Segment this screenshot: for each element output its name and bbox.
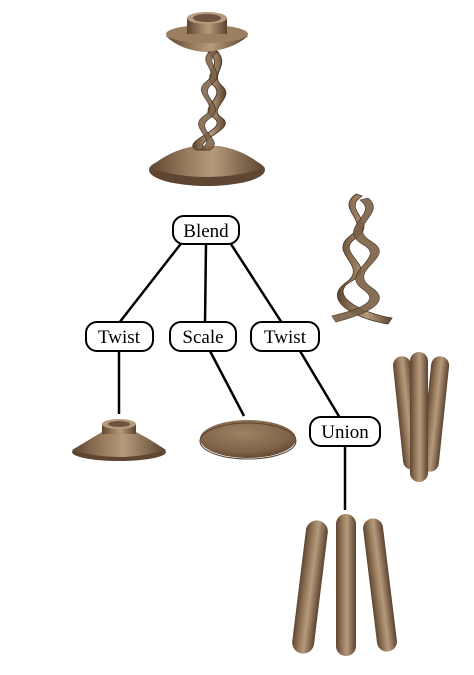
candlestick-result-image xyxy=(149,12,265,186)
node-scale-label: Scale xyxy=(182,327,223,348)
node-twist-right-label: Twist xyxy=(264,327,307,348)
node-union-label: Union xyxy=(321,422,369,443)
bundled-columns-image xyxy=(392,352,450,482)
node-twist-left-label: Twist xyxy=(98,327,141,348)
node-union: Union xyxy=(309,416,381,447)
node-twist-left: Twist xyxy=(85,321,154,352)
candlestick-cap-image xyxy=(72,419,166,461)
node-scale: Scale xyxy=(169,321,237,352)
node-blend: Blend xyxy=(172,215,240,245)
twisted-spiral-image xyxy=(331,193,393,325)
tree-edges xyxy=(117,240,347,510)
node-blend-label: Blend xyxy=(183,221,229,242)
node-twist-right: Twist xyxy=(250,321,320,352)
disc-image xyxy=(199,420,297,460)
three-columns-image xyxy=(292,514,397,656)
